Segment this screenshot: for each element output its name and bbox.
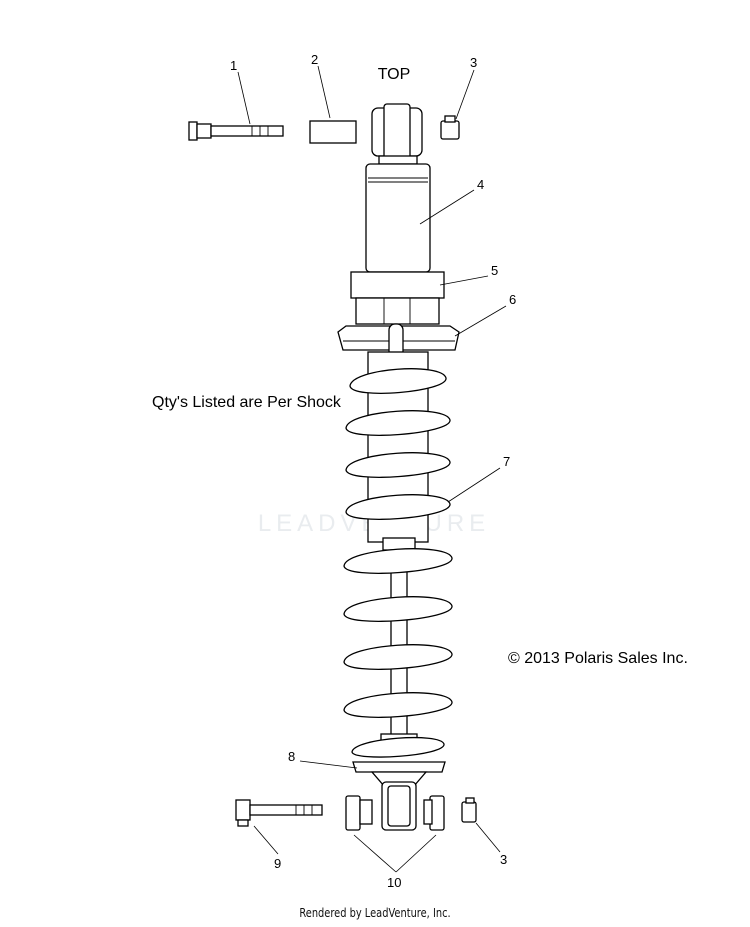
callout-10: 10	[387, 875, 401, 890]
leader-lines	[237, 65, 507, 873]
part-2-spacer	[309, 120, 357, 144]
part-1-top-bolt	[188, 121, 284, 141]
part-6-spring-retainer	[337, 323, 460, 359]
callout-6: 6	[509, 292, 516, 307]
copyright-note: © 2013 Polaris Sales Inc.	[508, 650, 688, 667]
callout-3-top: 3	[470, 55, 477, 70]
callout-2: 2	[311, 52, 318, 67]
callout-8: 8	[288, 749, 295, 764]
callout-5: 5	[491, 263, 498, 278]
top-label: TOP	[378, 66, 411, 83]
callout-1: 1	[230, 58, 237, 73]
part-7-coil-spring	[343, 368, 453, 758]
part-5-collar	[350, 271, 445, 325]
qty-note: Qty's Listed are Per Shock	[152, 394, 342, 411]
callout-4: 4	[477, 177, 484, 192]
part-9-lower-bolt	[235, 799, 323, 827]
callout-9: 9	[274, 856, 281, 871]
callout-3-bottom: 3	[500, 852, 507, 867]
callout-7: 7	[503, 454, 510, 469]
part-3-top-nut	[440, 115, 460, 140]
part-3-bottom-nut	[461, 797, 477, 823]
part-10-lower-eyelet-bushings	[345, 781, 445, 831]
part-4-shock-body	[365, 103, 431, 273]
footer-credit: Rendered by LeadVenture, Inc.	[299, 906, 451, 920]
